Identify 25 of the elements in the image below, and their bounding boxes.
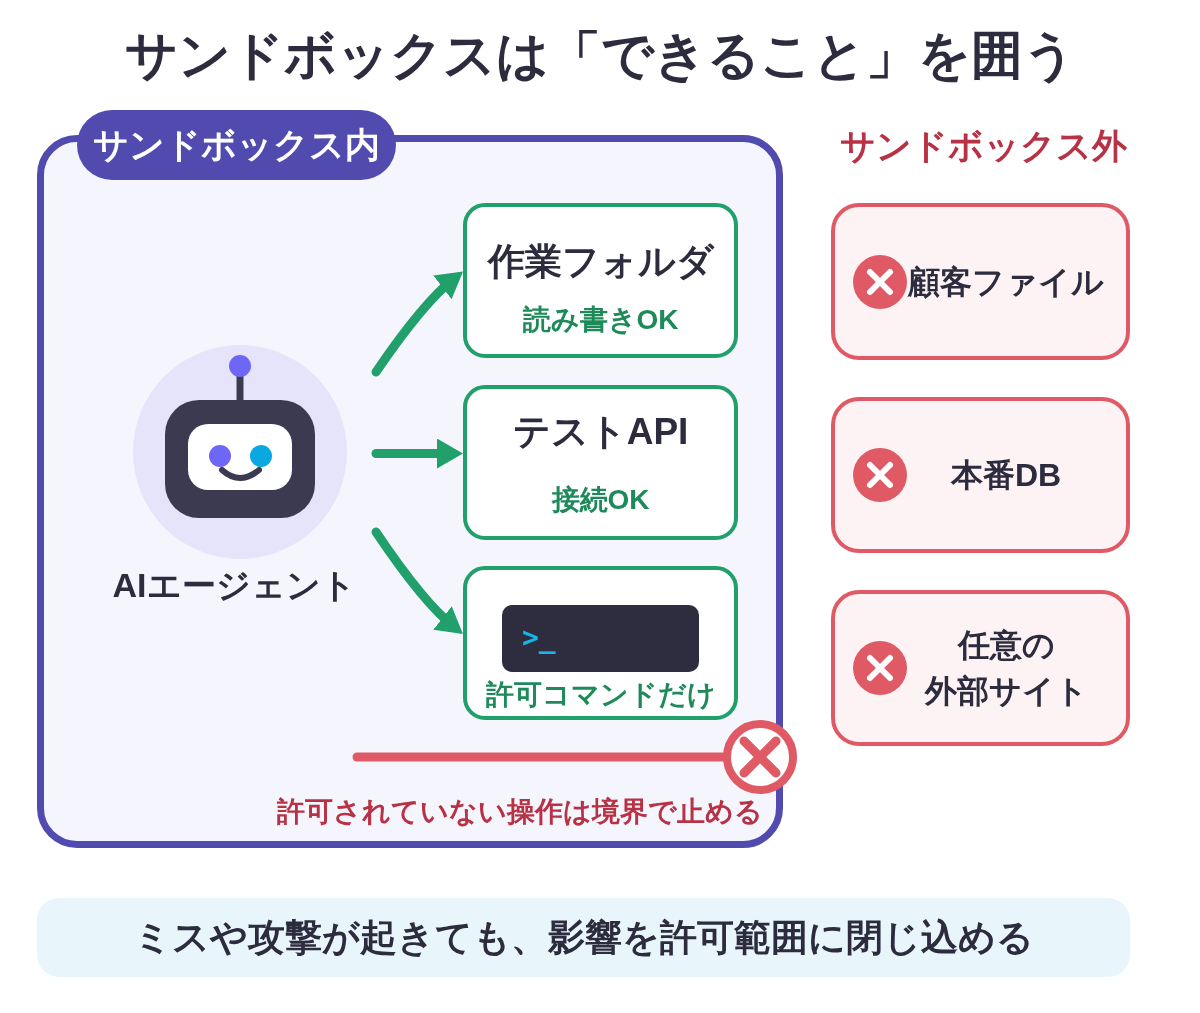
box-title: 作業フォルダ — [487, 240, 714, 284]
banner-text: ミスや攻撃が起きても、影響を許可範囲に閉じ込める — [133, 915, 1034, 960]
resource-box — [463, 566, 738, 720]
diagram-title: サンドボックスは「できること」を囲う — [124, 25, 1076, 86]
box-title: テストAPI — [512, 410, 689, 454]
section-tab: サンドボックス内 — [77, 110, 396, 180]
arrow — [371, 438, 463, 469]
column-heading: サンドボックス外 — [839, 124, 1127, 167]
blocked-line — [352, 719, 798, 795]
resource-box — [831, 397, 1130, 553]
resource-box — [831, 590, 1130, 746]
terminal-prompt: >_ — [502, 605, 699, 672]
status-text: 許可コマンドだけ — [485, 678, 716, 712]
box-title: 任意の外部サイト — [923, 626, 1089, 711]
box-title: 顧客ファイル — [908, 262, 1104, 302]
resource-box — [463, 203, 738, 358]
status-text: 読み書きOK — [522, 303, 679, 337]
resource-box — [463, 385, 738, 540]
box-title: 本番DB — [950, 456, 1062, 495]
arrow — [371, 271, 463, 377]
status-text: 接続OK — [551, 483, 650, 517]
arrow — [371, 527, 463, 635]
resource-box — [831, 203, 1130, 360]
warning-caption: 許可されていない操作は境界で止める — [277, 795, 763, 829]
agent-label: AIエージェント — [112, 565, 356, 606]
